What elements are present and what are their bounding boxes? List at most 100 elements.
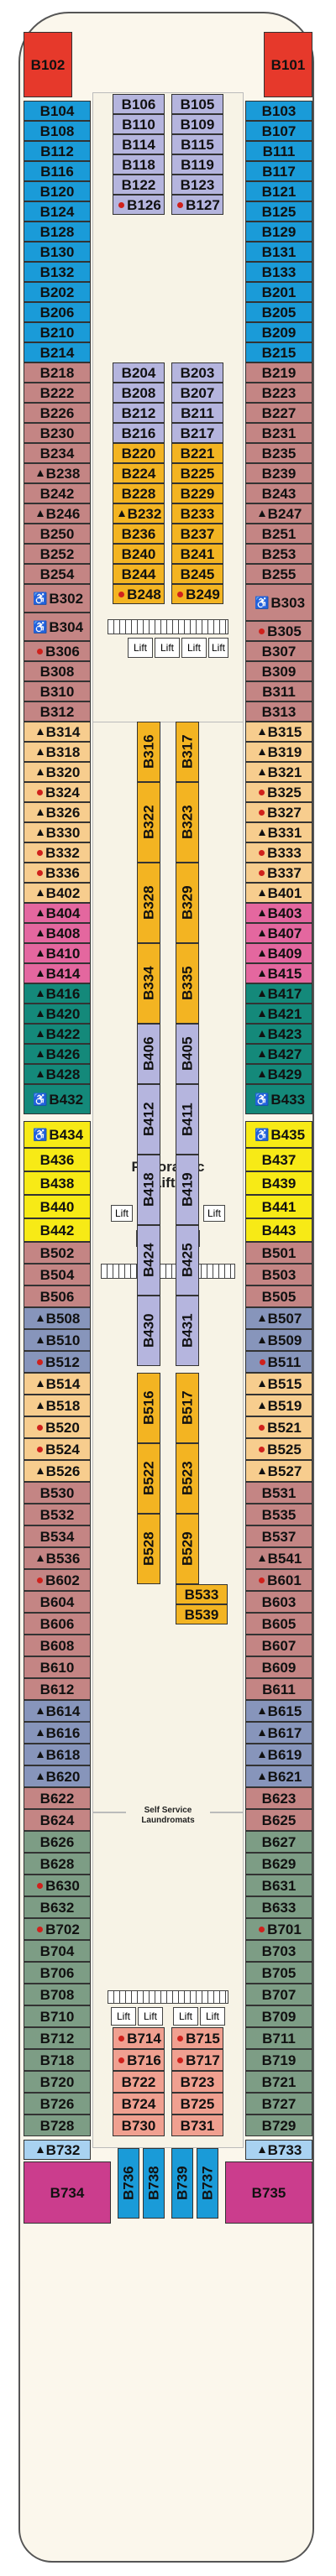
cabin-b334[interactable]: B334 — [137, 943, 160, 1024]
cabin-b232[interactable]: B232 — [113, 503, 165, 524]
cabin-b525[interactable]: B525 — [245, 1438, 312, 1460]
cabin-b734[interactable]: B734 — [24, 2161, 111, 2224]
cabin-b716[interactable]: B716 — [113, 2049, 165, 2071]
cabin-b419[interactable]: B419 — [176, 1155, 199, 1225]
cabin-b527[interactable]: B527 — [245, 1460, 312, 1482]
cabin-b233[interactable]: B233 — [171, 503, 223, 524]
cabin-b313[interactable]: B313 — [245, 701, 312, 722]
cabin-b320[interactable]: B320 — [24, 762, 91, 782]
cabin-b203[interactable]: B203 — [171, 362, 223, 383]
cabin-b206[interactable]: B206 — [24, 302, 91, 322]
cabin-b226[interactable]: B226 — [24, 403, 91, 423]
cabin-b701[interactable]: B701 — [245, 1918, 312, 1940]
cabin-b440[interactable]: B440 — [24, 1195, 91, 1218]
cabin-b103[interactable]: B103 — [245, 101, 312, 121]
cabin-b220[interactable]: B220 — [113, 443, 165, 463]
cabin-b519[interactable]: B519 — [245, 1395, 312, 1416]
cabin-b117[interactable]: B117 — [245, 161, 312, 181]
cabin-b434[interactable]: ♿B434 — [24, 1121, 91, 1148]
lift[interactable]: Lift — [128, 638, 153, 658]
cabin-b325[interactable]: B325 — [245, 782, 312, 802]
cabin-b245[interactable]: B245 — [171, 564, 223, 584]
cabin-b420[interactable]: B420 — [24, 1004, 91, 1024]
cabin-b539[interactable]: B539 — [176, 1604, 228, 1624]
cabin-b523[interactable]: B523 — [176, 1443, 199, 1514]
cabin-b101[interactable]: B101 — [264, 32, 312, 97]
lift[interactable]: Lift — [200, 2007, 225, 2026]
cabin-b537[interactable]: B537 — [245, 1525, 312, 1547]
cabin-b414[interactable]: B414 — [24, 963, 91, 983]
cabin-b618[interactable]: B618 — [24, 1744, 91, 1765]
cabin-b115[interactable]: B115 — [171, 134, 223, 154]
cabin-b322[interactable]: B322 — [137, 782, 160, 863]
cabin-b722[interactable]: B722 — [113, 2071, 165, 2093]
cabin-b247[interactable]: B247 — [245, 503, 312, 524]
cabin-b129[interactable]: B129 — [245, 222, 312, 242]
cabin-b315[interactable]: B315 — [245, 722, 312, 742]
cabin-b622[interactable]: B622 — [24, 1787, 91, 1809]
cabin-b443[interactable]: B443 — [245, 1218, 312, 1242]
cabin-b105[interactable]: B105 — [171, 94, 223, 114]
cabin-b406[interactable]: B406 — [137, 1024, 160, 1084]
cabin-b209[interactable]: B209 — [245, 322, 312, 342]
cabin-b504[interactable]: B504 — [24, 1264, 91, 1285]
cabin-b316[interactable]: B316 — [137, 722, 160, 782]
cabin-b715[interactable]: B715 — [171, 2027, 223, 2049]
cabin-b528[interactable]: B528 — [137, 1514, 160, 1584]
cabin-b425[interactable]: B425 — [176, 1225, 199, 1296]
cabin-b541[interactable]: B541 — [245, 1547, 312, 1569]
cabin-b524[interactable]: B524 — [24, 1438, 91, 1460]
cabin-b317[interactable]: B317 — [176, 722, 199, 782]
cabin-b737[interactable]: B737 — [197, 2148, 218, 2219]
cabin-b401[interactable]: B401 — [245, 883, 312, 903]
cabin-b106[interactable]: B106 — [113, 94, 165, 114]
cabin-b131[interactable]: B131 — [245, 242, 312, 262]
cabin-b438[interactable]: B438 — [24, 1171, 91, 1195]
cabin-b314[interactable]: B314 — [24, 722, 91, 742]
cabin-b221[interactable]: B221 — [171, 443, 223, 463]
cabin-b404[interactable]: B404 — [24, 903, 91, 923]
cabin-b536[interactable]: B536 — [24, 1547, 91, 1569]
cabin-b127[interactable]: B127 — [171, 195, 223, 215]
cabin-b302[interactable]: ♿B302 — [24, 584, 91, 613]
cabin-b616[interactable]: B616 — [24, 1722, 91, 1744]
cabin-b228[interactable]: B228 — [113, 483, 165, 503]
cabin-b217[interactable]: B217 — [171, 423, 223, 443]
cabin-b705[interactable]: B705 — [245, 1962, 312, 1984]
cabin-b432[interactable]: ♿B432 — [24, 1084, 91, 1114]
cabin-b727[interactable]: B727 — [245, 2093, 312, 2115]
cabin-b617[interactable]: B617 — [245, 1722, 312, 1744]
cabin-b132[interactable]: B132 — [24, 262, 91, 282]
cabin-b104[interactable]: B104 — [24, 101, 91, 121]
lift[interactable]: Lift — [111, 2007, 136, 2026]
cabin-b423[interactable]: B423 — [245, 1024, 312, 1044]
cabin-b114[interactable]: B114 — [113, 134, 165, 154]
cabin-b625[interactable]: B625 — [245, 1809, 312, 1831]
cabin-b236[interactable]: B236 — [113, 524, 165, 544]
cabin-b630[interactable]: B630 — [24, 1875, 91, 1896]
cabin-b408[interactable]: B408 — [24, 923, 91, 943]
cabin-b720[interactable]: B720 — [24, 2071, 91, 2093]
cabin-b248[interactable]: B248 — [113, 584, 165, 604]
cabin-b242[interactable]: B242 — [24, 483, 91, 503]
cabin-b417[interactable]: B417 — [245, 983, 312, 1004]
cabin-b211[interactable]: B211 — [171, 403, 223, 423]
cabin-b229[interactable]: B229 — [171, 483, 223, 503]
cabin-b530[interactable]: B530 — [24, 1482, 91, 1504]
cabin-b726[interactable]: B726 — [24, 2093, 91, 2115]
cabin-b435[interactable]: ♿B435 — [245, 1121, 312, 1148]
cabin-b230[interactable]: B230 — [24, 423, 91, 443]
cabin-b610[interactable]: B610 — [24, 1656, 91, 1678]
cabin-b606[interactable]: B606 — [24, 1613, 91, 1635]
cabin-b235[interactable]: B235 — [245, 443, 312, 463]
cabin-b721[interactable]: B721 — [245, 2071, 312, 2093]
cabin-b421[interactable]: B421 — [245, 1004, 312, 1024]
cabin-b412[interactable]: B412 — [137, 1084, 160, 1155]
cabin-b249[interactable]: B249 — [171, 584, 223, 604]
cabin-b706[interactable]: B706 — [24, 1962, 91, 1984]
cabin-b324[interactable]: B324 — [24, 782, 91, 802]
cabin-b204[interactable]: B204 — [113, 362, 165, 383]
cabin-b633[interactable]: B633 — [245, 1896, 312, 1918]
cabin-b124[interactable]: B124 — [24, 201, 91, 222]
cabin-b201[interactable]: B201 — [245, 282, 312, 302]
